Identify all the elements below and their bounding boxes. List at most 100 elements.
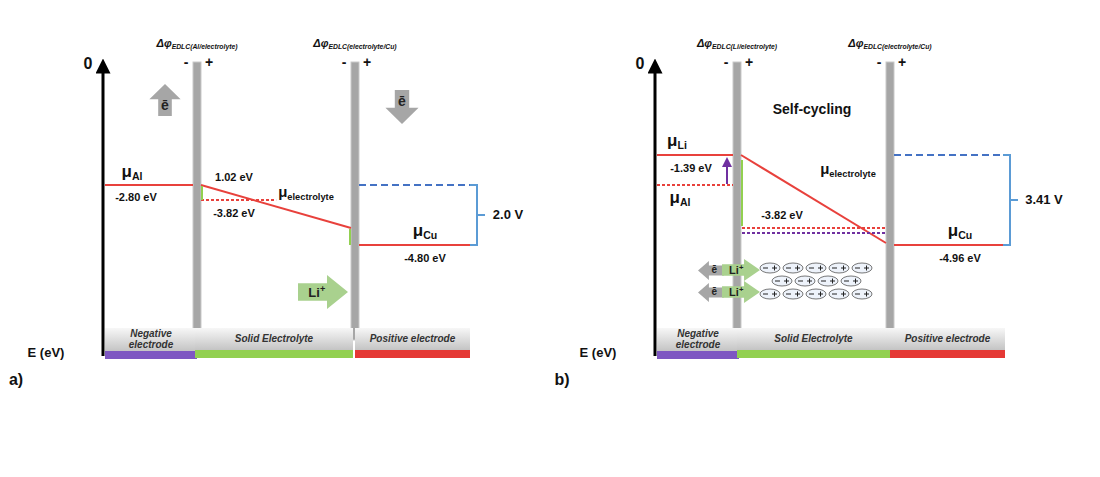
potential-line (657, 155, 1003, 245)
symbol: μ (670, 188, 680, 207)
diagram-label: μCu (413, 222, 437, 242)
charge-ellipse (772, 276, 792, 286)
voltage-bracket (470, 185, 485, 245)
plus-sign (807, 279, 812, 284)
potential-line (741, 160, 743, 226)
diagram-label: 3.41 V (1025, 193, 1063, 207)
electrode-band: Solid Electrolyte (195, 328, 353, 358)
potential-line (742, 227, 886, 229)
diagram-label: -2.80 eV (115, 191, 157, 203)
carrier-label: ē (711, 265, 717, 276)
potential-line (349, 229, 351, 245)
charge-ellipse (818, 276, 838, 286)
subscript: EDLC(electrolyte/Cu) (328, 43, 396, 50)
charge-ellipse (795, 276, 815, 286)
charge-pair (829, 289, 849, 299)
ion-symbol: Li (308, 284, 320, 299)
symbol: Δφ (313, 37, 328, 49)
subscript: electrolyte (829, 169, 876, 179)
plus-sign (841, 266, 846, 271)
double-layer-charges (760, 263, 872, 299)
electrode-band: Negative electrode (105, 328, 197, 359)
potential-line (359, 184, 470, 186)
symbol: μ (820, 160, 829, 177)
symbol: μ (948, 221, 958, 240)
diagram-label: ΔφEDLC(electrolyte/Cu) (848, 37, 931, 51)
diagram-label: b) (554, 371, 569, 389)
plus-sign (830, 279, 835, 284)
carrier-arrow: ē (698, 283, 724, 302)
diagram-label: μAl (122, 163, 143, 183)
carrier-arrow: ē (698, 261, 724, 280)
plus-sign (818, 266, 823, 271)
symbol: μ (667, 131, 677, 150)
diagram-label: μelectrolyte (818, 161, 878, 179)
potential-line (201, 199, 282, 201)
ion-charge: + (739, 285, 744, 294)
potential-line (105, 184, 193, 186)
symbol: Δφ (848, 37, 863, 49)
charge-ellipse (760, 263, 780, 273)
minus-sign (832, 268, 837, 269)
band-label: Solid Electrolyte (235, 334, 313, 345)
symbol: μ (278, 183, 287, 200)
carrier-arrow: Li+ (298, 275, 348, 309)
potential-line (201, 185, 351, 228)
potential-line (359, 244, 470, 246)
edlc-bar (193, 62, 359, 340)
arrow-outline (385, 90, 418, 124)
diagram-label: -1.39 eV (670, 162, 712, 174)
diagram-label: μCu (948, 222, 972, 242)
ion-charge: + (739, 263, 744, 272)
diagram-label: + (205, 55, 213, 70)
plus-sign (818, 292, 823, 297)
charge-ellipse (760, 289, 780, 299)
edlc-bar (733, 62, 894, 340)
symbol: Δφ (697, 37, 712, 49)
axis (655, 66, 656, 356)
ion-charge: + (320, 284, 325, 294)
symbol: μ (122, 162, 132, 181)
diagram-label: μelectrolyte (276, 184, 336, 202)
potential-line (894, 244, 1003, 246)
charge-pair (818, 276, 838, 286)
edlc-bar (351, 62, 359, 340)
carrier-arrow: Li+ (722, 259, 760, 281)
diagram-label: Self-cycling (773, 102, 852, 117)
subscript: EDLC(electrolyte/Cu) (863, 43, 931, 50)
minus-sign (855, 294, 860, 295)
charge-pair (760, 289, 780, 299)
plus-sign (864, 266, 869, 271)
subscript: Cu (958, 229, 972, 241)
diagram-label: E (eV) (28, 346, 65, 360)
plus-sign (795, 292, 800, 297)
subscript: EDLC(Li/electrolyte) (712, 43, 777, 50)
diagram-label: - (724, 55, 729, 70)
arrow-shape (698, 261, 724, 280)
diagram-label: 1.02 eV (215, 171, 253, 183)
minus-sign (775, 281, 780, 282)
diagram-label: ΔφEDLC(electrolyte/Cu) (313, 37, 396, 51)
diagram-label: 0 (636, 55, 645, 73)
charge-ellipse (852, 263, 872, 273)
charge-pair (783, 289, 803, 299)
subscript: Al (132, 170, 143, 182)
minus-sign (763, 294, 768, 295)
electrode-band: Negative electrode (657, 328, 739, 359)
charge-pair (852, 263, 872, 273)
charge-ellipse (806, 289, 826, 299)
diagram-label: + (745, 55, 753, 70)
charge-ellipse (806, 263, 826, 273)
voltage-bracket (1003, 155, 1018, 245)
arrow-outline (298, 275, 348, 309)
band-label: Positive electrode (905, 334, 991, 345)
band-label: Positive electrode (370, 334, 456, 345)
diagram-label: -3.82 eV (761, 209, 803, 221)
band-label: Negative electrode (108, 329, 194, 350)
diagram-label: + (898, 55, 906, 70)
diagram-label: - (877, 55, 882, 70)
charge-pair (806, 289, 826, 299)
ion-symbol: Li (729, 286, 739, 298)
